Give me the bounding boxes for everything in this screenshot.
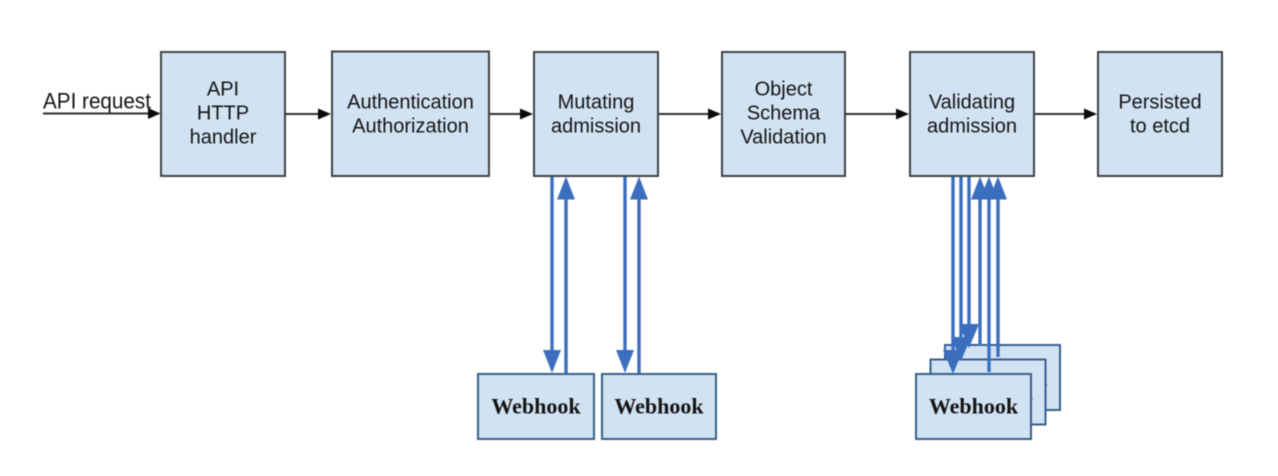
svg-text:Validating: Validating bbox=[929, 92, 1015, 114]
svg-text:admission: admission bbox=[551, 116, 641, 138]
svg-text:admission: admission bbox=[927, 116, 1017, 138]
svg-text:handler: handler bbox=[190, 127, 257, 149]
svg-text:to etcd: to etcd bbox=[1130, 116, 1190, 138]
svg-text:API request: API request bbox=[43, 89, 151, 114]
svg-text:Mutating: Mutating bbox=[558, 92, 635, 114]
svg-text:Webhook: Webhook bbox=[614, 394, 704, 419]
svg-text:Object: Object bbox=[755, 79, 813, 101]
svg-text:Webhook: Webhook bbox=[929, 394, 1019, 419]
svg-text:Authentication: Authentication bbox=[347, 92, 474, 114]
svg-text:HTTP: HTTP bbox=[197, 103, 249, 125]
svg-text:Schema: Schema bbox=[747, 103, 821, 125]
svg-text:Validation: Validation bbox=[740, 127, 826, 149]
svg-text:Webhook: Webhook bbox=[491, 394, 581, 419]
svg-text:Authorization: Authorization bbox=[352, 116, 469, 138]
svg-text:API: API bbox=[207, 79, 239, 101]
svg-text:Persisted: Persisted bbox=[1118, 92, 1201, 114]
